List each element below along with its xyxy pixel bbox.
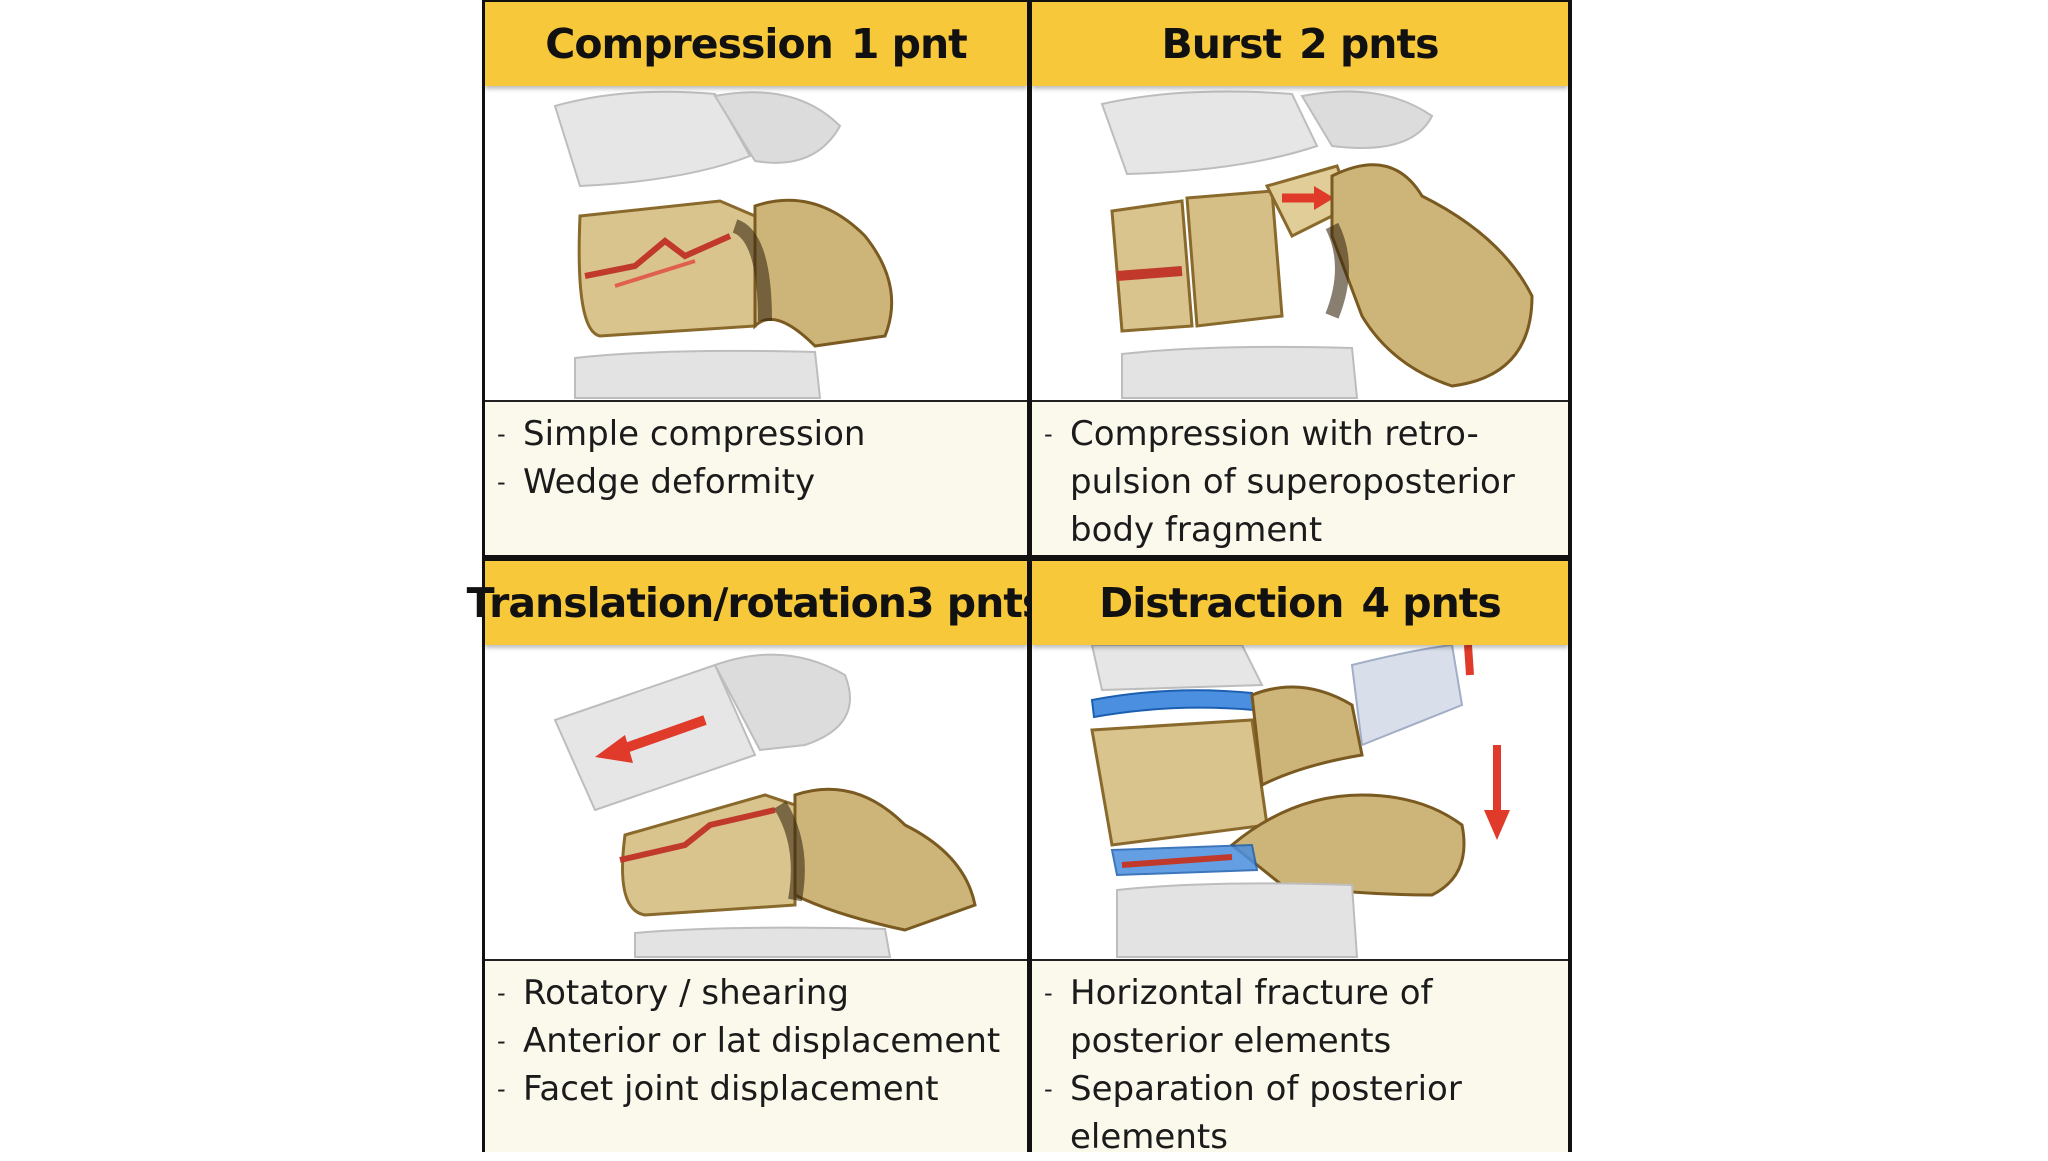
panel-points: 2 pnts <box>1299 20 1439 68</box>
panel-header: Distraction 4 pnts <box>1032 561 1568 645</box>
vertebra-compression-illustration <box>485 86 1027 399</box>
bullet-item: -Wedge deformity <box>497 462 816 502</box>
panel-title: Compression <box>545 20 834 68</box>
vertebra-translation-illustration <box>485 645 1027 958</box>
vertebra-burst-illustration <box>1032 86 1568 399</box>
panel-points: 4 pnts <box>1361 579 1501 627</box>
panel-description: -Rotatory / shearing -Anterior or lat di… <box>485 959 1027 1152</box>
panel-title: Translation/rotation <box>466 579 907 627</box>
panel-description: -Compression with retro-pulsion of super… <box>1032 400 1568 555</box>
panel-title: Burst <box>1161 20 1282 68</box>
panel-header: Burst 2 pnts <box>1032 2 1568 86</box>
bullet-item: -Horizontal fracture of posterior elemen… <box>1044 973 1433 1061</box>
bullet-item: -Compression with retro-pulsion of super… <box>1044 414 1515 550</box>
panel-distraction: Distraction 4 pnts <box>1032 561 1568 1157</box>
bullet-item: -Anterior or lat displacement <box>497 1021 1001 1061</box>
bullet-item: -Rotatory / shearing <box>497 973 849 1013</box>
panel-description: -Simple compression -Wedge deformity <box>485 400 1027 555</box>
panel-header: Compression 1 pnt <box>485 2 1027 86</box>
vertebra-distraction-illustration <box>1032 643 1568 958</box>
spine-injury-classification-slide: Compression 1 pnt -Simple compression -We… <box>467 0 1572 1157</box>
panel-points: 3 pnts <box>905 579 1046 627</box>
bullet-item: -Simple compression <box>497 414 866 454</box>
panel-title: Distraction <box>1099 579 1344 627</box>
panel-description: -Horizontal fracture of posterior elemen… <box>1032 959 1568 1157</box>
panel-compression: Compression 1 pnt -Simple compression -We… <box>485 2 1027 555</box>
bullet-item: -Separation of posterior elements <box>1044 1069 1462 1157</box>
panel-points: 1 pnt <box>850 20 968 68</box>
bullet-item: -Facet joint displacement <box>497 1069 939 1109</box>
